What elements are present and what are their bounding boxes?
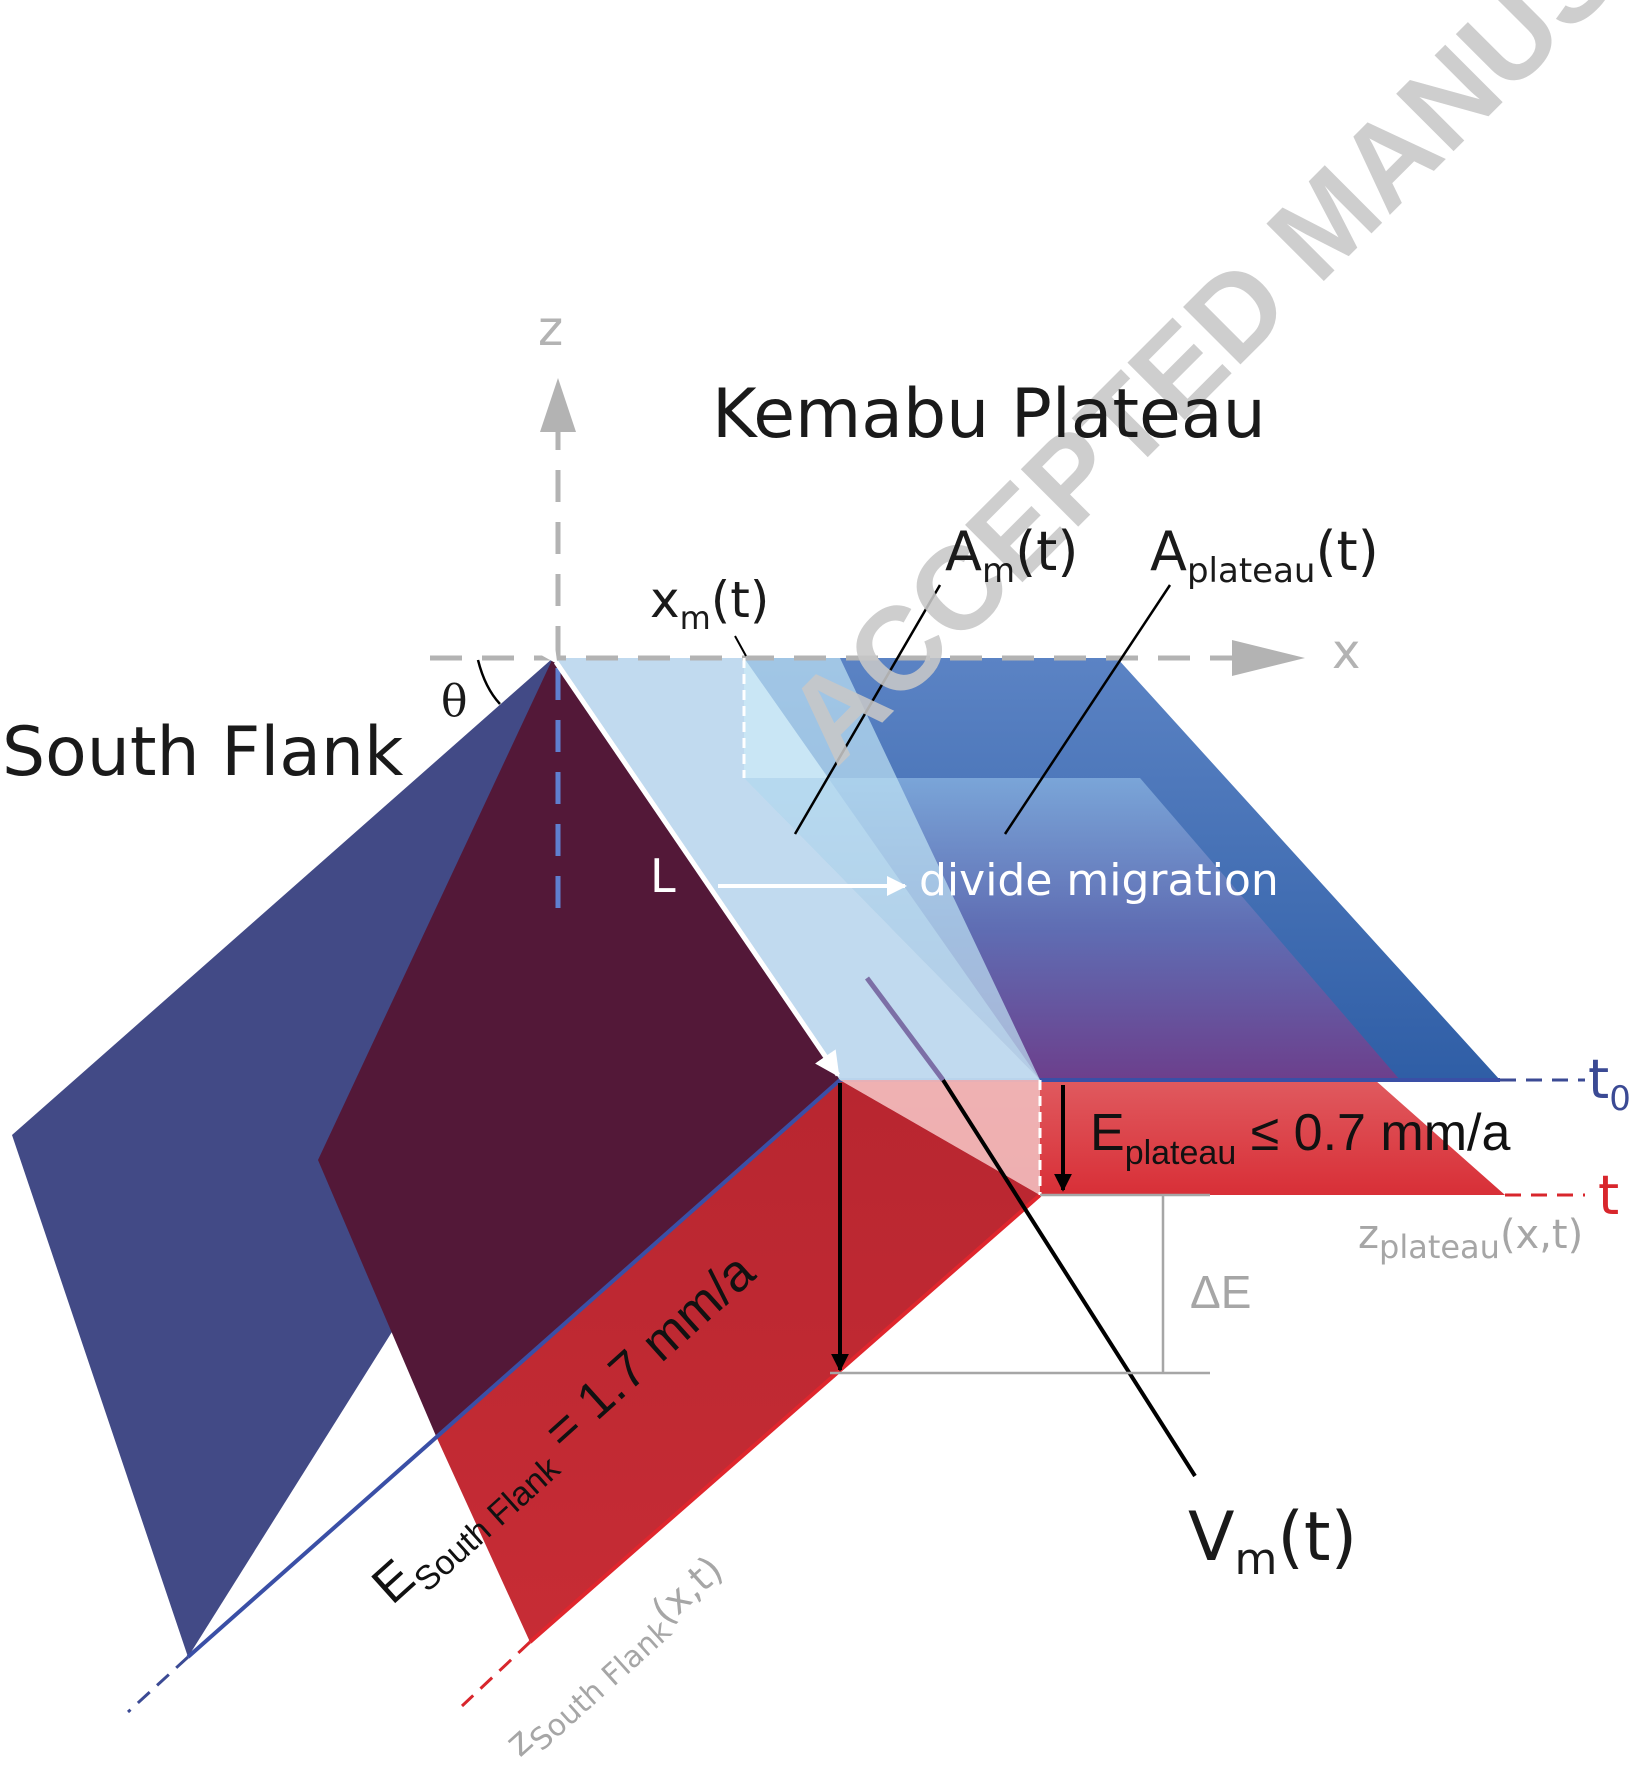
t-label: t [1598, 1164, 1619, 1227]
south-flank-surface-t0 [12, 658, 555, 1657]
L-label: L [650, 849, 676, 903]
divide-migration-label: divide migration [919, 855, 1279, 906]
L-arrow [532, 636, 841, 1078]
flank-t-dash [460, 1640, 532, 1708]
xm-label: xm(t) [650, 571, 769, 637]
vm-leader [941, 1078, 1197, 1478]
flank-t0-edge [186, 1078, 842, 1659]
theta-arc [476, 659, 501, 705]
flank-t-edge [528, 1193, 1042, 1644]
vm-inner-line [864, 976, 946, 1082]
flank-t0-dash [126, 1655, 190, 1714]
plateau-title: Kemabu Plateau [712, 375, 1266, 454]
z-axis-arrow [540, 378, 576, 432]
migration-wedge-red [840, 1080, 1040, 1195]
vm-label: Vm(t) [1188, 1498, 1357, 1585]
x-axis-label: x [1332, 624, 1360, 680]
z-axis-label: z [538, 301, 563, 357]
south-flank-surface-t [436, 1080, 1040, 1642]
delta-e-label: ΔE [1190, 1266, 1251, 1318]
xm-leader [734, 635, 747, 657]
x-axis-arrow [1232, 640, 1305, 676]
flank-title: South Flank [2, 713, 404, 792]
aplateau-leader [1003, 584, 1172, 835]
e-plateau-label: Eplateau ≤ 0.7 mm/a [1090, 1104, 1510, 1172]
aplateau-label: Aplateau(t) [1150, 520, 1379, 591]
theta-label: θ [441, 676, 468, 727]
z-plateau-label: zplateau(x,t) [1358, 1212, 1583, 1266]
t0-label: t0 [1588, 1048, 1631, 1119]
am-leader [793, 584, 942, 835]
am-label: Am(t) [945, 520, 1078, 591]
